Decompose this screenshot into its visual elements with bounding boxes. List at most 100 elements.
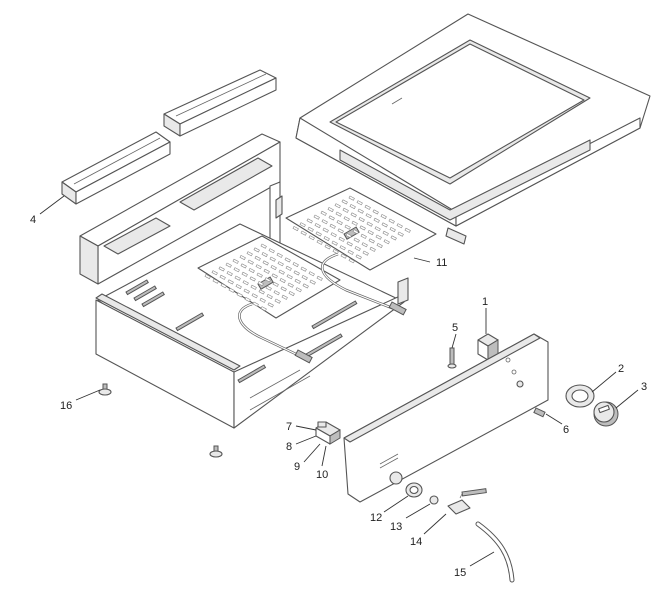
plate-slot [343, 216, 350, 222]
plate-slot [248, 267, 255, 274]
plate-slot [367, 229, 374, 236]
plate-slot [271, 273, 278, 279]
plate-slot [252, 301, 259, 307]
plate-slot [287, 282, 294, 288]
plate-slot [365, 213, 372, 219]
plate-slot [299, 222, 306, 228]
plate-slot [337, 228, 344, 234]
plate-slot [374, 226, 381, 232]
plate-slot [389, 226, 396, 233]
plate-slot [233, 267, 240, 273]
plate-slot [260, 306, 267, 312]
plate-slot [232, 258, 239, 264]
plate-slot [323, 235, 330, 242]
plate-slot [350, 212, 357, 218]
plate-slot [307, 226, 314, 232]
plate-slot [242, 280, 249, 286]
plate-slot [218, 266, 225, 272]
callout-6: 6 [563, 424, 569, 436]
plate-slot [243, 288, 250, 294]
plate-slot [276, 252, 283, 258]
callout-9: 9 [294, 461, 300, 473]
plate-slot [308, 271, 315, 277]
plate-slot [227, 279, 234, 285]
plate-slot [302, 283, 309, 289]
plate-slot [351, 220, 358, 226]
plate-slot [345, 232, 352, 239]
plate-slot [320, 210, 327, 216]
callout-labels: 1 2 3 4 5 6 7 8 9 10 11 12 13 14 15 16 [30, 214, 647, 579]
plate-slot [359, 225, 366, 231]
plate-slot [381, 222, 388, 228]
plate-slot [358, 216, 365, 223]
plate-slot [383, 239, 390, 245]
plate-slot [357, 208, 364, 214]
plate-slot [249, 276, 256, 282]
washer-part [429, 495, 439, 505]
plate-slot [293, 270, 300, 276]
plate-slot [211, 270, 218, 276]
plate-slot [382, 230, 389, 236]
plate-slot [235, 283, 242, 290]
plate-slot [339, 245, 346, 251]
callout-13: 13 [390, 521, 402, 533]
plate-slot [314, 222, 321, 229]
plate-slot [267, 302, 274, 308]
plate-slot [388, 218, 395, 224]
plate-slot [335, 211, 342, 217]
plate-slot [279, 277, 286, 284]
plate-slot [265, 285, 272, 291]
plate-slot [397, 231, 404, 237]
plate-slot [300, 266, 307, 272]
adjustable-foot-right [209, 445, 223, 458]
plate-slot [369, 246, 376, 252]
plate-slot [364, 204, 371, 210]
plate-slot [212, 278, 219, 284]
plate-slot [321, 219, 328, 225]
plate-slot [376, 242, 383, 249]
drain-valve [447, 488, 487, 515]
callout-14: 14 [410, 536, 422, 548]
callout-5: 5 [452, 322, 458, 334]
callout-3: 3 [641, 381, 647, 393]
plate-slot [348, 195, 355, 201]
control-knob [593, 401, 619, 427]
plate-slot [236, 292, 243, 298]
plate-slot [288, 290, 295, 297]
plate-slot-pattern [292, 195, 411, 264]
callout-12: 12 [370, 512, 382, 524]
heating-plate-left [197, 235, 341, 364]
rail-bracket-lower [61, 131, 171, 205]
plate-slot [253, 247, 260, 253]
plate-slot [241, 271, 248, 277]
plate-slot [247, 259, 254, 265]
plate-slot [338, 236, 345, 242]
callout-7: 7 [286, 421, 292, 433]
thermostat-cluster [315, 421, 341, 445]
plate-slot [274, 298, 281, 304]
plate-slot [336, 219, 343, 226]
plate-slot [295, 287, 302, 293]
plate-slot [285, 265, 292, 271]
plate-slot [226, 270, 233, 277]
plate-slot [254, 255, 261, 261]
plate-slot [340, 253, 347, 259]
rail-bracket-upper [163, 69, 277, 137]
plate-slot [331, 240, 338, 246]
plate-slot [324, 244, 331, 250]
plate-slot [301, 274, 308, 281]
plate-slot [264, 277, 271, 283]
plate-slot [255, 264, 262, 270]
plate-slot-pattern [204, 243, 323, 312]
plate-slot [308, 235, 315, 241]
callout-15: 15 [454, 567, 466, 579]
plate-slot [390, 235, 397, 241]
plate-slot [327, 206, 334, 213]
plate-slot [341, 199, 348, 205]
heating-plate-right [285, 187, 437, 316]
plate-slot [292, 225, 299, 232]
plate-slot [272, 281, 279, 287]
leader-lines [39, 195, 639, 567]
plate-slot [306, 218, 313, 224]
